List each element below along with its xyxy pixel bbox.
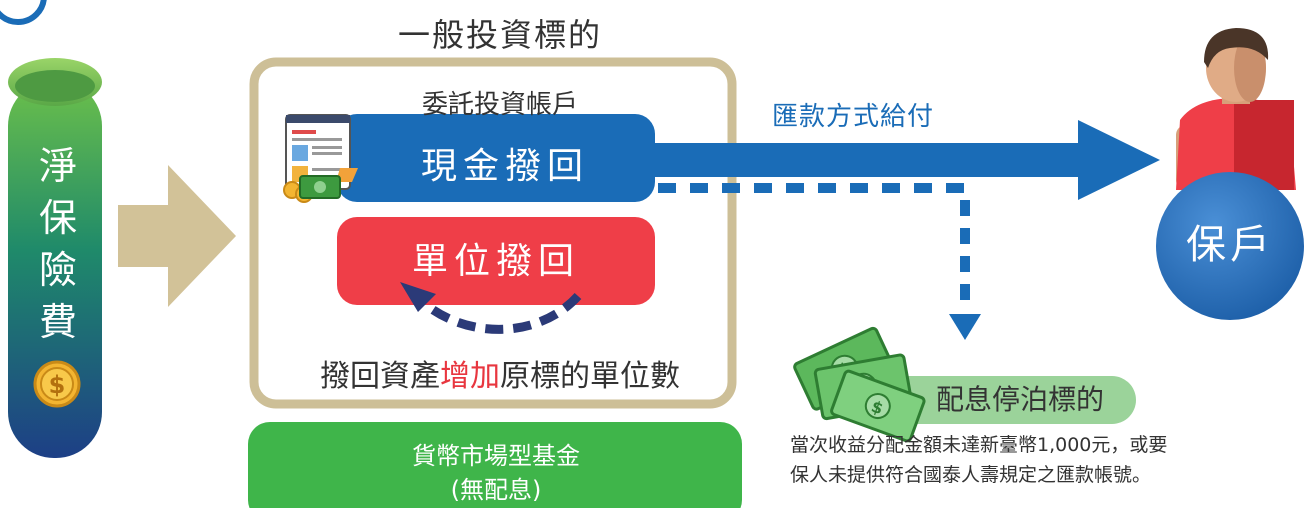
policyholder-circle xyxy=(1156,172,1304,320)
corner-badge-icon xyxy=(0,0,47,25)
pillar-char: 費 xyxy=(38,300,77,344)
money-market-box xyxy=(248,422,742,508)
cash-return-button xyxy=(337,114,655,202)
reinvest-curve-arrow xyxy=(422,292,582,334)
remit-label: 匯款方式給付 xyxy=(772,102,935,132)
webpage-illustration-icon xyxy=(283,114,358,203)
caption-after: 原標的單位數 xyxy=(500,359,680,394)
unit-return-caption: 撥回資產增加原標的單位數 xyxy=(280,351,720,395)
cash-stack-icon: $ $ $ xyxy=(793,326,926,443)
svg-text:$: $ xyxy=(49,371,66,399)
policyholder-label: 保戶 xyxy=(1186,222,1274,268)
remit-arrow-shaft xyxy=(655,143,1081,177)
parking-pill xyxy=(868,376,1136,424)
investment-title: 一般投資標的 xyxy=(397,16,602,54)
reinvest-arrowhead-icon xyxy=(400,282,436,312)
parking-note: 當次收益分配金額未達新臺幣1,000元，或要 保人未提供符合國泰人壽規定之匯款帳… xyxy=(790,430,1310,490)
premium-pillar xyxy=(8,58,102,458)
unit-return-label: 單位撥回 xyxy=(411,241,580,282)
parking-label: 配息停泊標的 xyxy=(935,383,1104,416)
remit-arrowhead-icon xyxy=(1078,120,1160,200)
pillar-label: 淨 保 險 費 xyxy=(28,140,88,348)
cash-return-label: 現金撥回 xyxy=(420,146,589,187)
parking-arrowhead-icon xyxy=(949,314,981,340)
flow-arrow-icon xyxy=(118,165,236,307)
pillar-char: 保 xyxy=(38,196,77,240)
account-label: 委託投資帳戶 xyxy=(421,90,578,120)
caption-before: 撥回資產 xyxy=(320,359,440,394)
note-line: 保人未提供符合國泰人壽規定之匯款帳號。 xyxy=(790,464,1152,486)
policyholder-person-icon xyxy=(1176,28,1296,190)
caption-highlight: 增加 xyxy=(440,359,500,394)
money-market-title: 貨幣市場型基金 xyxy=(412,442,580,470)
note-line: 當次收益分配金額未達新臺幣1,000元，或要 xyxy=(790,434,1168,456)
unit-return-button xyxy=(337,217,655,305)
coin-icon: $ xyxy=(33,360,81,408)
pillar-char: 險 xyxy=(38,248,77,292)
pillar-char: 淨 xyxy=(38,144,77,188)
money-market-subtitle: (無配息) xyxy=(450,476,542,504)
